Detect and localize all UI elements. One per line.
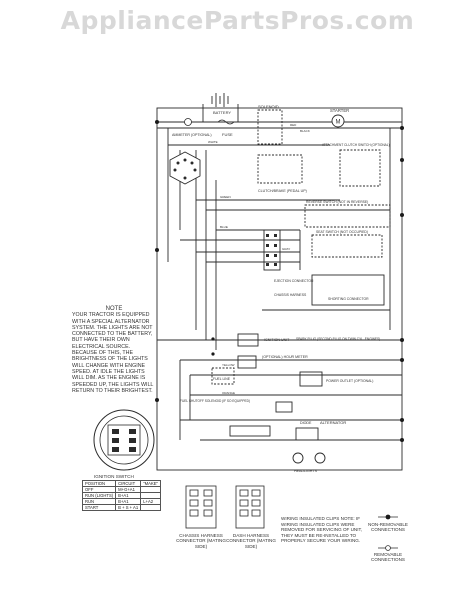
table-cell: START [81,504,117,511]
legend-non-removable-icon [378,514,398,520]
ammeter-label: AMMETER (OPTIONAL) [172,133,212,137]
note-title: NOTE [105,306,123,312]
wire-label-black: BLACK [300,129,310,133]
ignition-switch-table: POSITION CIRCUIT "MAKE" OFF M+G+A1 RUN (… [81,480,162,511]
headlights-label: HEADLIGHTS [294,469,318,473]
table-cell [140,504,162,511]
battery-icon [211,93,229,107]
legend-removable-icon [378,545,398,551]
wire-label-blue: BLUE [220,225,228,229]
wire-label-orange: ORANGE [222,391,235,395]
legend-removable-label: REMOVABLE CONNECTIONS [371,552,405,563]
chassis-harness-label: CHASSIS HARNESS [274,293,307,297]
clip-note: WIRING INSULATED CLIPS NOTE: IF WIRING I… [281,516,363,544]
hour-meter-label: (OPTIONAL) HOUR METER [262,355,308,359]
spark-plug-label: SPARK PLUG (SECOND PLUG ON TWIN CYL. ENG… [296,337,380,341]
fuel-shutoff-label: FUEL SHUTOFF SOLENOID (IF SO EQUIPPED) [180,399,250,403]
wire-label-green: GREEN [220,195,231,199]
harness-frame [156,107,403,471]
table-cell: B + S + A1 [115,504,142,511]
wire-label-yellow: YELLOW [222,363,235,367]
chassis-connector-icon [185,485,217,529]
legend-non-removable-label: NON-REMOVABLE CONNECTIONS [368,522,408,533]
fuse-icon [217,119,235,125]
wire-label-gray: GRAY [282,247,290,251]
ignition-connector-icon [169,151,201,185]
power-outlet-label: POWER OUTLET (OPTIONAL) [326,379,373,383]
reverse-switch-label: REVERSE SWITCH (NOT IN REVERSE) [306,200,368,204]
shorting-connector-label: SHORTING CONNECTOR [328,297,369,301]
fuse-label: FUSE [222,132,233,137]
watermark-title: AppliancePartsPros.com [60,6,415,35]
ejection-connector-label: EJECTION CONNECTOR [274,279,314,283]
ignition-switch-title: IGNITION SWITCH [94,474,134,479]
diode-label: DIODE [300,421,312,425]
connection-dots [155,120,404,442]
table-header-row: POSITION CIRCUIT "MAKE" [81,480,162,487]
svg-text:M: M [336,120,341,126]
alternator-label: ALTERNATOR [320,420,346,425]
seat-switch-label: SEAT SWITCH (NOT OCCUPIED) [316,230,368,234]
ammeter-icon [184,118,192,126]
solenoid-label: SOLENOID [258,104,279,109]
ignition-unit-label: IGNITION UNIT [264,338,290,342]
table-header: "MAKE" [140,480,162,487]
fuel-line-label: FUEL LINE [213,377,231,381]
table-cell: RUN (LIGHTS) [81,492,117,499]
chassis-connector-label: CHASSIS HARNESS CONNECTOR (MATING SIDE) [176,533,226,549]
ignition-switch-icon [93,409,155,471]
starter-label: STARTER [330,108,349,113]
wire-label-red: RED [290,123,297,127]
clutch-brake-label: CLUTCH/BRAKE (PEDAL UP) [258,189,307,193]
dash-connector-icon [235,485,265,529]
note-body: YOUR TRACTOR IS EQUIPPED WITH A SPECIAL … [72,312,154,394]
alternator-note: NOTE YOUR TRACTOR IS EQUIPPED WITH A SPE… [72,306,156,394]
starter-motor-icon: M [331,114,345,128]
attachment-clutch-label: ATTACHMENT CLUTCH SWITCH (OPTIONAL) [322,143,390,147]
table-row: START B + S + A1 [81,504,162,511]
wire-label-white: WHITE [208,140,218,144]
battery-label: BATTERY [213,110,231,115]
dash-connector-label: DASH HARNESS CONNECTOR (MATING SIDE) [226,533,276,549]
